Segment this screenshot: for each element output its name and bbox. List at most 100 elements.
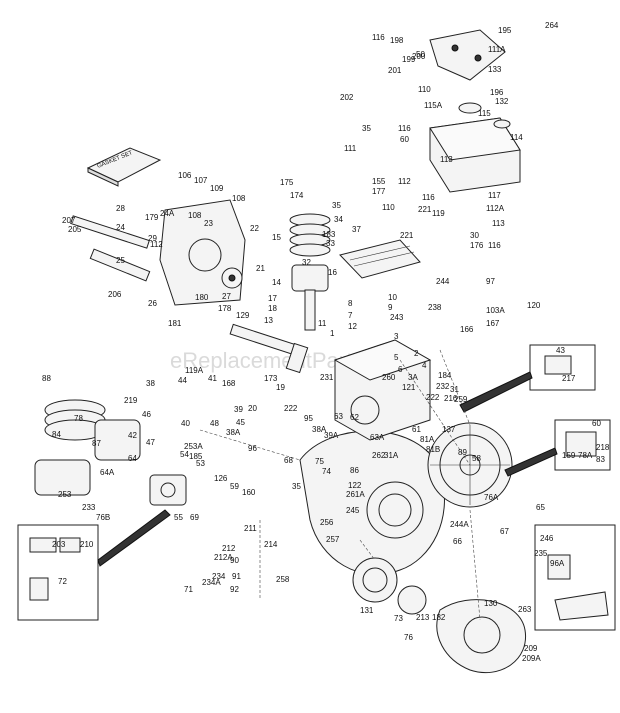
part-label-74: 74 [322,467,331,476]
part-label-205: 205 [68,225,82,234]
part-label-184: 184 [438,371,452,380]
part-label-30: 30 [470,231,479,240]
part-label-63: 63 [334,412,343,421]
part-label-3: 3 [394,332,399,341]
part-label-59: 59 [230,482,239,491]
part-label-179: 179 [145,213,159,222]
part-label-218: 218 [596,443,610,452]
part-label-126: 126 [214,474,228,483]
part-label-69: 69 [190,513,199,522]
part-label-221: 221 [418,205,432,214]
part-label-113: 113 [492,219,505,228]
part-label-113: 113 [440,155,453,164]
part-label-129: 129 [236,311,250,320]
part-label-155: 155 [372,177,386,186]
part-label-132: 132 [495,97,509,106]
ignition-inset [529,344,596,391]
part-label-22: 22 [250,224,259,233]
part-label-31a: 31A [384,451,399,460]
part-label-160: 160 [242,488,256,497]
part-label-108: 108 [188,211,202,220]
part-label-119a: 119A [185,366,204,375]
part-label-201: 201 [388,66,402,75]
part-label-67: 67 [500,527,509,536]
cylinder-head [339,239,421,279]
part-label-34: 34 [334,215,343,224]
part-label-212a: 212A [214,553,233,562]
governor-gear [221,267,243,289]
part-label-78: 78 [74,414,83,423]
part-label-21: 21 [256,264,265,273]
part-label-76: 76 [404,633,413,642]
part-label-111a: 111A [488,45,506,54]
gasket-set-box: GASKET SET [86,147,162,187]
inset-box-right [534,524,616,631]
part-label-168: 168 [222,379,236,388]
part-label-131: 131 [360,606,374,615]
part-label-209a: 209A [522,654,541,663]
part-label-10: 10 [388,293,397,302]
part-label-66: 66 [453,537,462,546]
part-label-91: 91 [232,572,241,581]
part-label-3a: 3A [408,373,418,382]
carburetor [149,474,187,506]
part-label-212: 212 [222,544,236,553]
part-label-13: 13 [264,316,273,325]
module-inset [554,419,611,471]
part-label-1: 1 [330,329,335,338]
part-label-122: 122 [348,481,362,490]
part-label-112: 112 [398,177,411,186]
part-label-232: 232 [436,382,450,391]
part-label-110: 110 [382,203,395,212]
part-label-207: 207 [62,216,76,225]
part-label-110: 110 [418,85,431,94]
part-label-38: 38 [146,379,155,388]
part-label-38a: 38A [312,425,327,434]
part-label-61: 61 [412,425,421,434]
part-label-96: 96 [248,444,257,453]
part-label-253: 253 [58,490,72,499]
part-label-107: 107 [194,176,208,185]
part-label-23: 23 [204,219,213,228]
inset-box-left [17,524,99,621]
part-label-41: 41 [208,374,217,383]
part-label-35: 35 [292,482,301,491]
control-plate [429,29,506,81]
part-label-159: 159 [562,451,576,460]
part-label-15: 15 [272,233,281,242]
part-label-264: 264 [545,21,559,30]
part-label-199: 199 [402,55,416,64]
part-label-71: 71 [184,585,193,594]
part-label-47: 47 [146,438,155,447]
part-label-244: 244 [436,277,450,286]
part-label-263: 263 [518,605,532,614]
part-label-12: 12 [348,322,357,331]
part-label-117: 117 [488,191,501,200]
part-label-63a: 63A [370,433,385,442]
part-label-116: 116 [422,193,435,202]
part-label-116: 116 [372,33,385,42]
part-label-43: 43 [556,346,565,355]
part-label-183: 183 [322,230,336,239]
part-label-176: 176 [470,241,484,250]
part-label-25: 25 [116,256,125,265]
part-label-58: 58 [472,454,481,463]
part-label-9: 9 [388,303,393,312]
part-label-256: 256 [320,518,334,527]
part-label-210: 210 [80,540,94,549]
part-label-114: 114 [510,133,523,142]
part-label-40: 40 [181,419,190,428]
part-label-103a: 103A [486,306,505,315]
part-label-17: 17 [268,294,277,303]
part-label-62: 62 [350,413,359,422]
part-label-35: 35 [332,201,341,210]
part-label-81b: 81B [426,445,440,454]
part-label-6: 6 [398,365,403,374]
part-label-54: 54 [180,450,189,459]
part-label-18: 18 [268,304,277,313]
part-label-177: 177 [372,187,386,196]
part-label-200: 200 [412,52,426,61]
part-label-2: 2 [414,349,419,358]
part-label-26: 26 [148,299,157,308]
